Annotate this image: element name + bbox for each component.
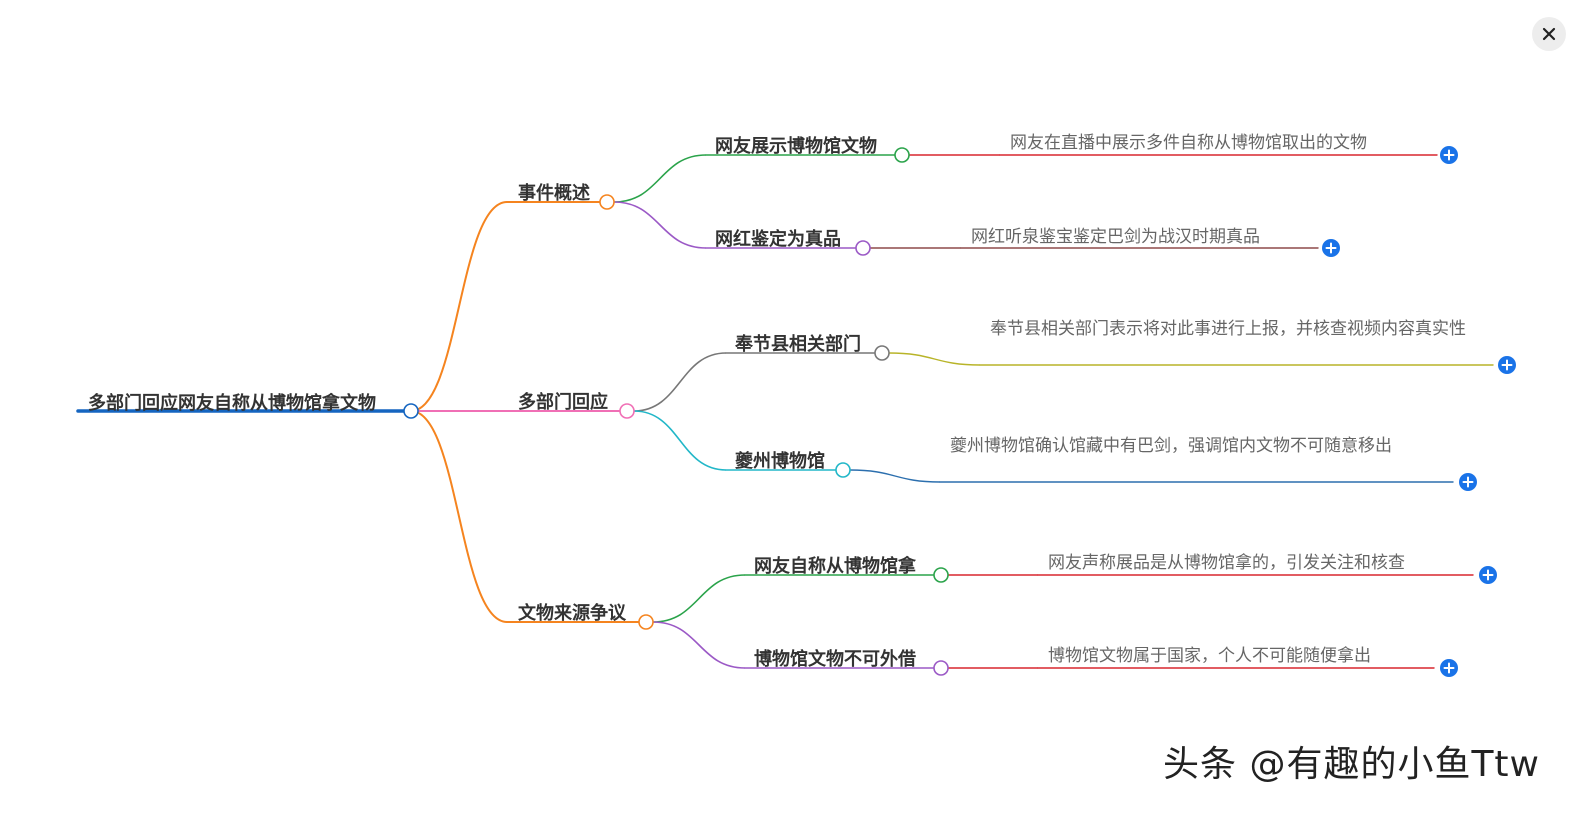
expand-button[interactable] [1479,566,1497,584]
sub-connector [652,621,746,669]
detail-connector [888,352,981,366]
sub-node-toggle[interactable] [933,660,949,676]
plus-icon [1482,569,1494,581]
branch-connector [410,201,508,412]
sub-node-toggle[interactable] [894,147,910,163]
plus-icon [1325,242,1337,254]
detail-text: 奉节县相关部门表示将对此事进行上报，并核查视频内容真实性 [990,319,1466,339]
sub-node-label: 网友自称从博物馆拿 [754,556,916,577]
sub-node-toggle[interactable] [933,567,949,583]
expand-button[interactable] [1440,659,1458,677]
detail-text: 博物馆文物属于国家，个人不可能随便拿出 [1048,646,1371,666]
plus-icon [1443,149,1455,161]
root-node-label: 多部门回应网友自称从博物馆拿文物 [88,393,376,414]
detail-text: 网友声称展品是从博物馆拿的，引发关注和核查 [1048,553,1405,573]
sub-node-toggle[interactable] [855,240,871,256]
branch-node-toggle[interactable] [638,614,654,630]
close-button[interactable] [1532,17,1566,51]
sub-node-label: 网友展示博物馆文物 [715,136,877,157]
sub-node-toggle[interactable] [874,345,890,361]
sub-connector [613,154,707,203]
expand-button[interactable] [1322,239,1340,257]
sub-node-label: 夔州博物馆 [735,451,825,472]
expand-button[interactable] [1440,146,1458,164]
detail-text: 网红听泉鉴宝鉴定巴剑为战汉时期真品 [971,227,1260,247]
branch-label: 多部门回应 [518,392,608,413]
sub-node-label: 网红鉴定为真品 [715,229,841,250]
detail-connector [849,469,941,483]
plus-icon [1443,662,1455,674]
plus-icon [1462,476,1474,488]
root-node-toggle[interactable] [403,403,419,419]
close-icon [1542,27,1556,41]
branch-node-toggle[interactable] [599,194,615,210]
detail-text: 网友在直播中展示多件自称从博物馆取出的文物 [1010,133,1367,153]
branch-label: 文物来源争议 [518,603,626,624]
sub-node-toggle[interactable] [835,462,851,478]
sub-connector [633,352,727,412]
branch-node-toggle[interactable] [619,403,635,419]
branch-label: 事件概述 [518,183,590,204]
detail-text: 夔州博物馆确认馆藏中有巴剑，强调馆内文物不可随意移出 [950,436,1392,456]
sub-connector [613,201,707,249]
branch-connector [410,410,508,623]
expand-button[interactable] [1498,356,1516,374]
plus-icon [1501,359,1513,371]
sub-node-label: 博物馆文物不可外借 [754,649,916,670]
sub-node-label: 奉节县相关部门 [735,334,861,355]
expand-button[interactable] [1459,473,1477,491]
sub-connector [652,574,746,623]
sub-connector [633,410,727,471]
watermark: 头条 @有趣的小鱼Ttw [1163,744,1540,785]
